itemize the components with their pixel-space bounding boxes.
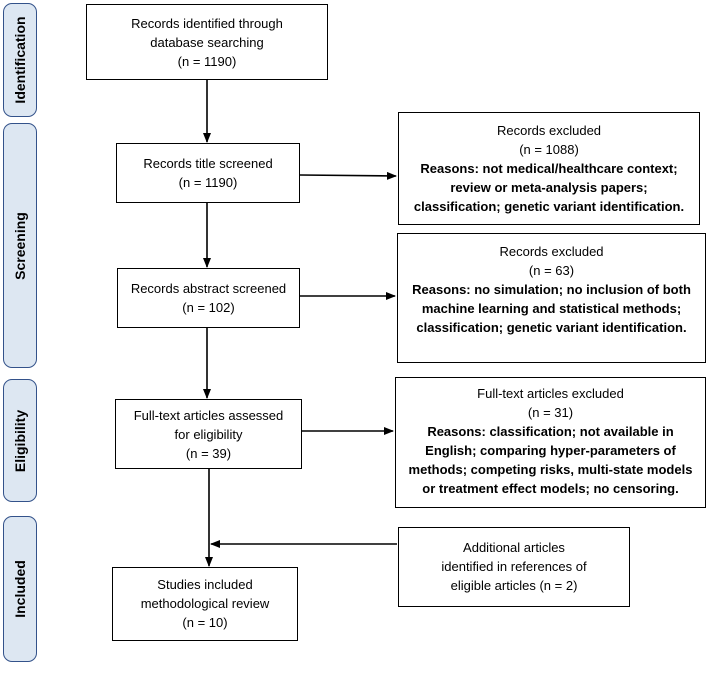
excluded-title-heading: Records excluded [496, 123, 602, 138]
excluded-abstract-reason-2: machine learning and statistical methods… [421, 301, 682, 316]
excluded-fulltext-reason-1: Reasons: classification; not available i… [427, 424, 674, 439]
stage-identification: Identification [3, 3, 37, 117]
additional-articles-line2: identified in references of [441, 559, 587, 574]
excluded-title-box: Records excluded (n = 1088) Reasons: not… [398, 112, 700, 225]
records-identified-count: (n = 1190) [177, 54, 237, 69]
abstract-screened-box: Records abstract screened (n = 102) [117, 268, 300, 328]
excluded-abstract-reason-1: Reasons: no simulation; no inclusion of … [412, 282, 691, 297]
title-screened-box: Records title screened (n = 1190) [116, 143, 300, 203]
stage-included: Included [3, 516, 37, 662]
excluded-title-reason-1: Reasons: not medical/healthcare context; [420, 161, 678, 176]
records-identified-line2: database searching [150, 35, 264, 50]
studies-included-line1: Studies included [157, 577, 253, 592]
fulltext-assessed-line2: for eligibility [174, 427, 243, 442]
additional-articles-box: Additional articles identified in refere… [398, 527, 630, 607]
stage-eligibility: Eligibility [3, 379, 37, 502]
excluded-abstract-count: (n = 63) [528, 263, 575, 278]
records-identified-box: Records identified through database sear… [86, 4, 328, 80]
excluded-fulltext-heading: Full-text articles excluded [477, 386, 624, 401]
excluded-title-count: (n = 1088) [519, 142, 579, 157]
abstract-screened-label: Records abstract screened [130, 281, 287, 296]
excluded-fulltext-reason-4: or treatment effect models; no censoring… [422, 481, 679, 496]
title-screened-label: Records title screened [143, 156, 273, 171]
arrow-title-to-excluded [299, 171, 397, 180]
fulltext-assessed-box: Full-text articles assessed for eligibil… [115, 399, 302, 469]
studies-included-box: Studies included methodological review (… [112, 567, 298, 641]
excluded-title-reason-3: classification; genetic variant identifi… [413, 199, 685, 214]
abstract-screened-count: (n = 102) [182, 300, 235, 315]
excluded-abstract-reason-3: classification; genetic variant identifi… [416, 320, 687, 335]
excluded-fulltext-count: (n = 31) [527, 405, 574, 420]
fulltext-assessed-line1: Full-text articles assessed [133, 408, 284, 423]
studies-included-line2: methodological review [140, 596, 270, 611]
excluded-fulltext-box: Full-text articles excluded (n = 31) Rea… [395, 377, 706, 508]
excluded-abstract-heading: Records excluded [499, 244, 604, 259]
excluded-title-reason-2: review or meta-analysis papers; [450, 180, 648, 195]
excluded-fulltext-reason-3: methods; competing risks, multi-state mo… [408, 462, 693, 477]
records-identified-line1: Records identified through [131, 16, 283, 31]
studies-included-count: (n = 10) [182, 615, 228, 630]
title-screened-count: (n = 1190) [178, 175, 238, 190]
excluded-fulltext-reason-2: English; comparing hyper-parameters of [425, 443, 676, 458]
excluded-abstract-box: Records excluded (n = 63) Reasons: no si… [397, 233, 706, 363]
additional-articles-line1: Additional articles [463, 540, 565, 555]
additional-articles-line3: eligible articles (n = 2) [450, 578, 578, 593]
fulltext-assessed-count: (n = 39) [185, 446, 232, 461]
stage-screening: Screening [3, 123, 37, 368]
